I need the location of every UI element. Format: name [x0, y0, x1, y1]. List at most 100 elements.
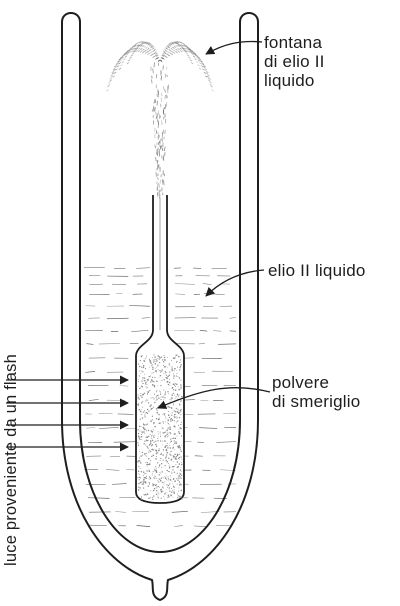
powder-grain [165, 448, 168, 451]
powder-grain [163, 359, 166, 361]
powder-grain [178, 481, 181, 483]
powder-grain [137, 473, 139, 475]
powder-grain [146, 436, 148, 437]
powder-grain [149, 376, 151, 378]
powder-grain [168, 465, 170, 467]
spray-droplet [157, 120, 159, 125]
liquid-surface-line [117, 413, 134, 415]
powder-grain [145, 453, 147, 455]
powder-grain [143, 481, 145, 483]
spray-droplet [202, 62, 205, 65]
powder-grain [155, 445, 158, 448]
powder-grain [138, 398, 140, 400]
powder-grain [169, 424, 170, 426]
powder-grain [176, 416, 178, 418]
powder-grain [164, 498, 165, 500]
spray-droplet [159, 139, 161, 143]
liquid-surface-line [171, 510, 188, 513]
powder-grain [157, 491, 159, 493]
spray-droplet [150, 53, 154, 56]
powder-grain [148, 435, 150, 438]
powder-grain [180, 450, 183, 452]
spray-droplet [156, 186, 158, 191]
liquid-surface-line [105, 469, 120, 471]
powder-grain [157, 394, 159, 397]
powder-grain [140, 436, 143, 438]
powder-grain [162, 487, 164, 489]
spray-droplet [188, 50, 191, 53]
spray-droplet [189, 59, 193, 62]
powder-grain [175, 464, 177, 466]
powder-grain [158, 405, 160, 407]
spray-droplet [157, 59, 161, 62]
powder-grain [176, 370, 177, 372]
powder-grain [177, 386, 179, 388]
spray-droplet [155, 111, 157, 116]
powder-grain [157, 355, 159, 357]
powder-grain [138, 409, 141, 411]
spray-droplet [203, 65, 206, 68]
spray-droplet [137, 45, 140, 48]
powder-grain [147, 447, 149, 449]
spray-droplet [143, 41, 146, 44]
powder-grain [157, 369, 159, 370]
powder-grain [170, 437, 172, 439]
powder-grain [159, 489, 161, 491]
spray-droplet [120, 64, 123, 67]
powder-grain [153, 487, 156, 490]
spray-droplet [170, 47, 173, 51]
powder-grain [165, 416, 167, 418]
powder-grain [161, 490, 163, 493]
spray-droplet [162, 65, 164, 71]
powder-grain [140, 498, 143, 500]
powder-grain [172, 478, 175, 480]
spray-droplet [166, 94, 168, 99]
powder-grain [163, 484, 165, 485]
powder-grain [140, 372, 141, 374]
powder-grain [140, 425, 142, 427]
spray-droplet [135, 49, 138, 53]
spray-droplet [179, 50, 183, 53]
powder-grain [145, 400, 147, 402]
powder-grain [144, 416, 146, 418]
powder-grain [167, 423, 169, 425]
powder-grain [153, 381, 155, 383]
spray-droplet [139, 50, 143, 53]
spray-droplet [125, 51, 128, 54]
powder-grain [141, 385, 143, 387]
spray-droplet [209, 81, 212, 84]
powder-grain [149, 440, 152, 442]
powder-grain [153, 393, 156, 395]
spray-droplet [208, 77, 211, 80]
powder-grain [167, 476, 169, 478]
powder-grain [174, 442, 176, 445]
powder-grain [167, 470, 170, 473]
powder-grain [156, 360, 158, 362]
spray-droplet [163, 173, 166, 177]
powder-grain [154, 425, 156, 428]
powder-grain [159, 393, 162, 395]
spray-droplet [168, 44, 172, 47]
powder-grain [158, 413, 160, 416]
powder-grain [170, 458, 173, 461]
liquid-surface-line [199, 329, 208, 332]
powder-grain [167, 378, 169, 380]
powder-grain [170, 471, 172, 473]
powder-grain [169, 471, 170, 473]
powder-grain [176, 454, 179, 457]
powder-grain [158, 467, 160, 468]
powder-grain [179, 469, 182, 471]
spray-droplet [192, 52, 195, 55]
powder-grain [145, 475, 147, 477]
powder-grain [160, 371, 162, 373]
powder-grain [152, 435, 154, 437]
powder-grain [141, 431, 143, 433]
spray-droplet [159, 59, 163, 62]
spray-droplet [168, 43, 171, 46]
spray-droplet [133, 49, 136, 53]
powder-grain [151, 415, 154, 417]
spray-droplet [160, 144, 163, 148]
spray-droplet [172, 46, 175, 49]
powder-grain [174, 383, 176, 385]
powder-grain [180, 478, 182, 480]
